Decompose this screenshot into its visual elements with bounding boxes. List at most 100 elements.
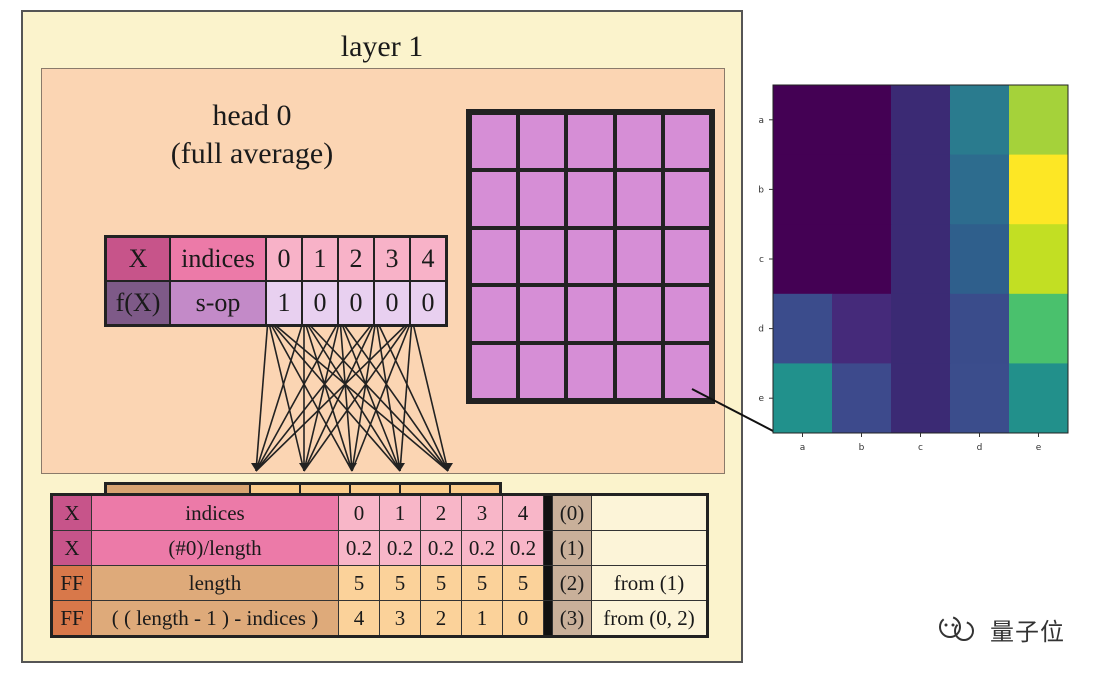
heatmap-cell — [832, 293, 892, 364]
selector-row: FF length 5 5 5 5 5 (2) from (1) — [51, 565, 708, 601]
row-value: 5 — [379, 565, 421, 601]
heatmap-cell — [950, 154, 1010, 225]
head-title-line2: (full average) — [170, 137, 334, 170]
matrix-cell — [520, 344, 565, 398]
attention-line — [255, 318, 413, 472]
attention-line — [255, 318, 377, 472]
matrix-cell — [472, 172, 517, 226]
heatmap-cell — [832, 154, 892, 225]
heatmap-cell — [950, 363, 1010, 434]
matrix-cell — [520, 115, 565, 169]
row-value: 0.2 — [461, 530, 503, 566]
attention-line — [267, 318, 353, 472]
heatmap-cell — [773, 224, 833, 295]
row-value: 0 — [502, 600, 544, 637]
matrix-cell — [664, 115, 709, 169]
row-type: FF — [51, 565, 92, 601]
matrix-cell — [568, 344, 613, 398]
attention-line — [303, 318, 377, 472]
heatmap-cell — [773, 293, 833, 364]
select-value: 0 — [337, 280, 375, 327]
row-value: 0.2 — [502, 530, 544, 566]
row-value: 3 — [379, 600, 421, 637]
select-value: 1 — [265, 280, 303, 327]
heatmap-cell — [950, 85, 1010, 156]
attention-line — [351, 318, 377, 472]
row-from: from (1) — [591, 565, 708, 601]
select-value: 0 — [409, 280, 448, 327]
heatmap-cell — [773, 363, 833, 434]
attention-line — [303, 318, 353, 472]
select-value: 0 — [301, 280, 339, 327]
row-value: 5 — [502, 565, 544, 601]
heatmap-row-label: e — [758, 394, 764, 404]
row-name: (#0)/length — [91, 530, 339, 566]
heatmap-cell — [1009, 224, 1069, 295]
row-value: 2 — [420, 600, 462, 637]
heatmap-cell — [773, 85, 833, 156]
head-input-row: X indices 0 1 2 3 4 — [104, 235, 448, 282]
head-select-row: f(X) s-op 1 0 0 0 0 — [104, 280, 448, 327]
attention-line — [339, 318, 353, 472]
row-ref: (0) — [552, 494, 592, 531]
heatmap-row-label: d — [758, 325, 764, 335]
attention-line — [399, 318, 413, 472]
selector-row: X indices 0 1 2 3 4 (0) — [51, 494, 708, 531]
heatmap-cell — [1009, 363, 1069, 434]
matrix-cell — [616, 287, 661, 341]
row-from — [591, 494, 708, 531]
matrix-cell — [664, 344, 709, 398]
row-name: ( ( length - 1 ) - indices ) — [91, 600, 339, 637]
row-from: from (0, 2) — [591, 600, 708, 637]
attention-line — [303, 318, 413, 472]
matrix-cell — [472, 287, 517, 341]
arrowhead — [443, 463, 453, 471]
row-value: 3 — [461, 494, 503, 531]
matrix-cell — [664, 172, 709, 226]
attention-line — [375, 318, 401, 472]
attention-line — [303, 318, 401, 472]
row-from — [591, 530, 708, 566]
matrix-cell — [472, 115, 517, 169]
arrowhead — [395, 463, 405, 471]
zoom-connector-line — [691, 388, 776, 433]
heatmap-cell — [891, 293, 951, 364]
heatmap-cell — [891, 154, 951, 225]
wechat-icon — [939, 616, 974, 641]
select-type: f(X) — [104, 280, 171, 327]
input-name: indices — [169, 235, 267, 282]
heatmap-col-label: b — [859, 443, 865, 453]
head-panel: head 0 (full average) X indices 0 1 2 3 … — [41, 68, 725, 532]
selector-row: FF ( ( length - 1 ) - indices ) 4 3 2 1 … — [51, 600, 708, 637]
selector-table: X indices 0 1 2 3 4 (0) X (#0)/length 0.… — [50, 493, 709, 638]
attention-lines — [251, 317, 453, 472]
attention-line — [339, 318, 401, 472]
input-value: 3 — [373, 235, 411, 282]
heatmap-cell — [773, 154, 833, 225]
head-title: head 0 (full average) — [142, 97, 362, 173]
attention-line — [375, 318, 449, 472]
heatmap-col-label: c — [918, 443, 923, 453]
selector-row: X (#0)/length 0.2 0.2 0.2 0.2 0.2 (1) — [51, 530, 708, 566]
head-input-table: X indices 0 1 2 3 4 f(X) s-op 1 0 0 0 0 — [104, 235, 448, 327]
row-ref: (1) — [552, 530, 592, 566]
selector-matrix — [466, 109, 715, 404]
heatmap-cell — [832, 363, 892, 434]
heatmap-cell — [832, 224, 892, 295]
input-value: 2 — [337, 235, 375, 282]
matrix-cell — [472, 344, 517, 398]
row-name: length — [91, 565, 339, 601]
row-ref: (3) — [552, 600, 592, 637]
attention-line — [303, 318, 341, 472]
heatmap-row-label: b — [758, 185, 764, 195]
heatmap-col-label: d — [977, 443, 983, 453]
row-type: X — [51, 530, 92, 566]
matrix-cell — [568, 172, 613, 226]
row-value: 4 — [338, 600, 380, 637]
input-value: 0 — [265, 235, 303, 282]
row-type: FF — [51, 600, 92, 637]
attention-line — [255, 318, 269, 472]
row-value: 5 — [338, 565, 380, 601]
attention-line — [255, 318, 305, 472]
